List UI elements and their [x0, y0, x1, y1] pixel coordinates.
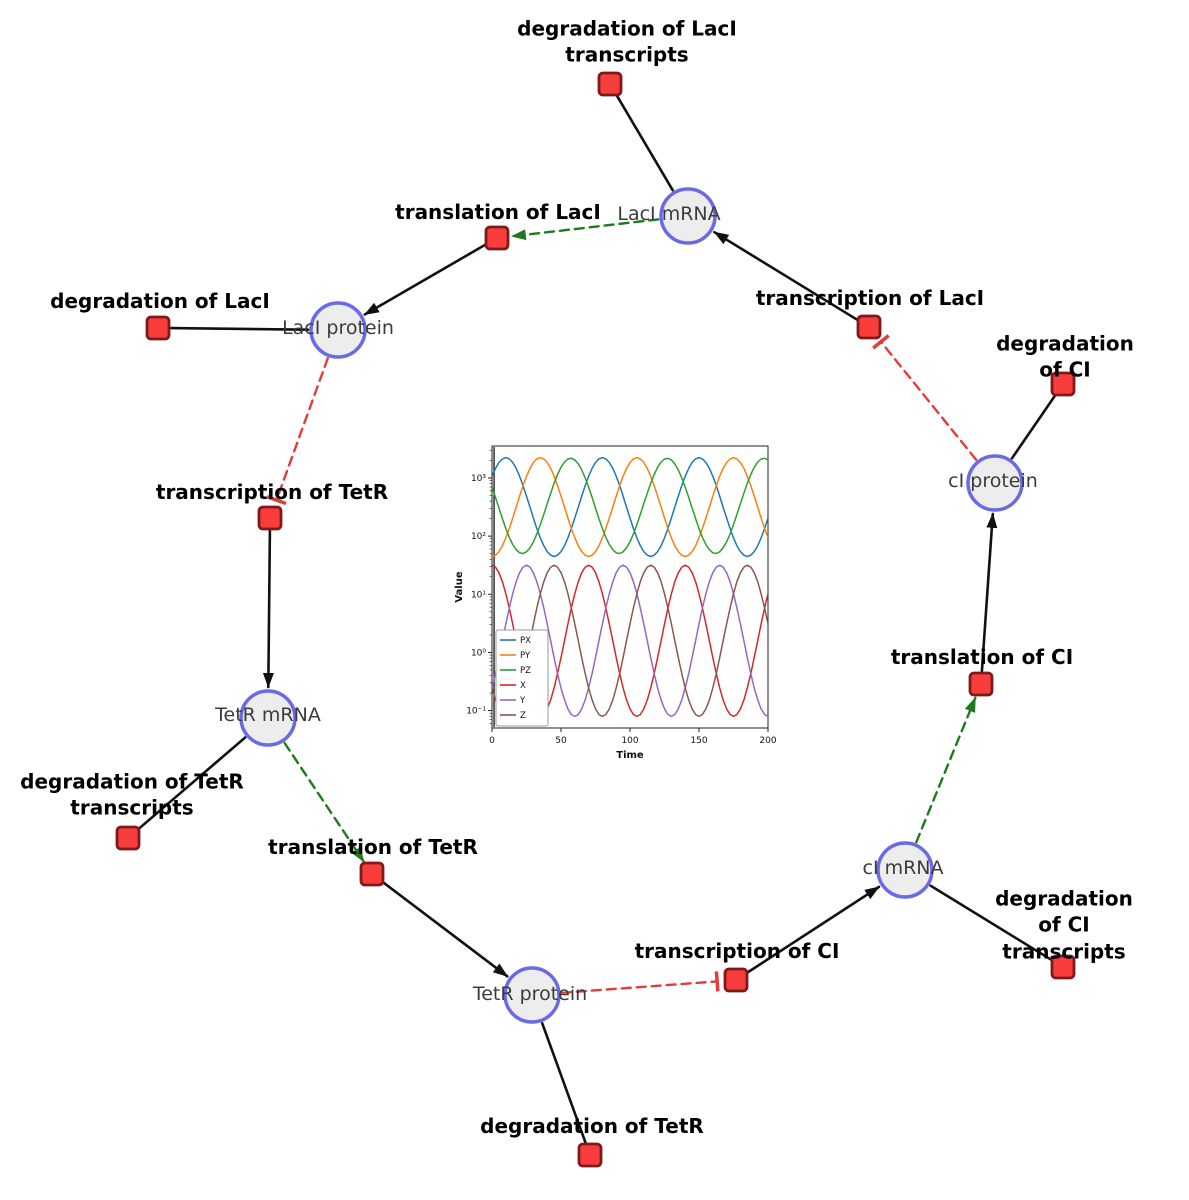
reaction-node-translation-of-laci	[484, 225, 510, 251]
y-tick-label: 10¹	[471, 590, 486, 600]
reaction-node-translation-of-ci	[968, 671, 994, 697]
legend-label-y: Y	[519, 696, 526, 706]
x-tick-label: 100	[621, 736, 638, 746]
legend-label-py: PY	[520, 651, 531, 661]
series-line-z	[492, 564, 768, 718]
edge-production-translation-of-laci-to-laci-protein	[363, 243, 488, 316]
species-node-tetr-mrna	[239, 689, 297, 747]
y-tick-label: 10³	[471, 474, 486, 484]
series-line-pz	[492, 457, 768, 555]
legend-box	[495, 629, 549, 727]
edge-layer	[135, 93, 1058, 1145]
legend-label-z: Z	[520, 711, 526, 721]
edge-modifier-ci-mrna-to-translation-of-ci	[915, 696, 977, 844]
edge-modifier-tetr-mrna-to-translation-of-tetr	[283, 741, 365, 863]
reaction-node-degradation-of-ci	[1050, 371, 1076, 397]
x-axis-label: Time	[616, 750, 644, 761]
y-axis-label: Value	[454, 571, 465, 602]
species-node-tetr-protein	[503, 966, 561, 1024]
y-tick-label: 10⁰	[471, 648, 486, 658]
x-tick-label: 200	[759, 736, 776, 746]
reaction-node-transcription-of-laci	[856, 314, 882, 340]
reaction-node-degradation-of-ci-transcripts	[1050, 954, 1076, 980]
species-node-laci-protein	[309, 301, 367, 359]
edge-inhibition-ci-protein-to-transcription-of-laci	[872, 334, 978, 461]
reaction-node-transcription-of-tetr	[257, 505, 283, 531]
edge-consumption-tetr-mrna-to-degradation-of-tetr-transcripts	[135, 736, 247, 832]
edge-consumption-tetr-protein-to-degradation-of-tetr	[540, 1021, 588, 1145]
edge-production-transcription-of-laci-to-laci-mrna	[713, 230, 860, 322]
edge-production-translation-of-ci-to-ci-protein	[980, 512, 998, 673]
edge-inhibition-tetr-protein-to-transcription-of-ci	[560, 971, 720, 994]
legend-label-x: X	[520, 681, 526, 691]
edge-consumption-ci-mrna-to-degradation-of-ci-transcripts	[929, 884, 1055, 963]
edge-consumption-laci-protein-to-degradation-of-laci	[168, 326, 310, 332]
node-layer	[115, 71, 1076, 1168]
y-tick-label: 10⁻¹	[466, 707, 486, 717]
edge-inhibition-laci-protein-to-transcription-of-tetr	[266, 357, 329, 506]
edge-consumption-ci-protein-to-degradation-of-ci	[1010, 392, 1058, 460]
edge-consumption-laci-mrna-to-degradation-of-laci-transcripts	[614, 93, 675, 192]
y-tick-label: 10²	[471, 532, 486, 542]
edge-modifier-laci-mrna-to-translation-of-laci	[510, 218, 660, 241]
edge-production-transcription-of-tetr-to-tetr-mrna	[262, 529, 274, 689]
reaction-node-transcription-of-ci	[723, 967, 749, 993]
reaction-node-degradation-of-laci-transcripts	[597, 71, 623, 97]
x-tick-label: 50	[555, 736, 567, 746]
x-tick-label: 150	[690, 736, 707, 746]
species-node-ci-mrna	[876, 841, 934, 899]
reaction-node-degradation-of-laci	[145, 315, 171, 341]
series-line-y	[492, 564, 768, 718]
legend-label-pz: PZ	[520, 666, 531, 676]
x-tick-label: 0	[489, 736, 495, 746]
reaction-node-degradation-of-tetr-transcripts	[115, 825, 141, 851]
series-line-py	[492, 456, 768, 558]
species-node-laci-mrna	[659, 187, 717, 245]
legend-label-px: PX	[520, 636, 531, 646]
reaction-node-translation-of-tetr	[359, 861, 385, 887]
edge-production-translation-of-tetr-to-tetr-protein	[381, 880, 509, 978]
reaction-node-degradation-of-tetr	[577, 1142, 603, 1168]
species-node-ci-protein	[966, 454, 1024, 512]
edge-production-transcription-of-ci-to-ci-mrna	[745, 885, 881, 975]
